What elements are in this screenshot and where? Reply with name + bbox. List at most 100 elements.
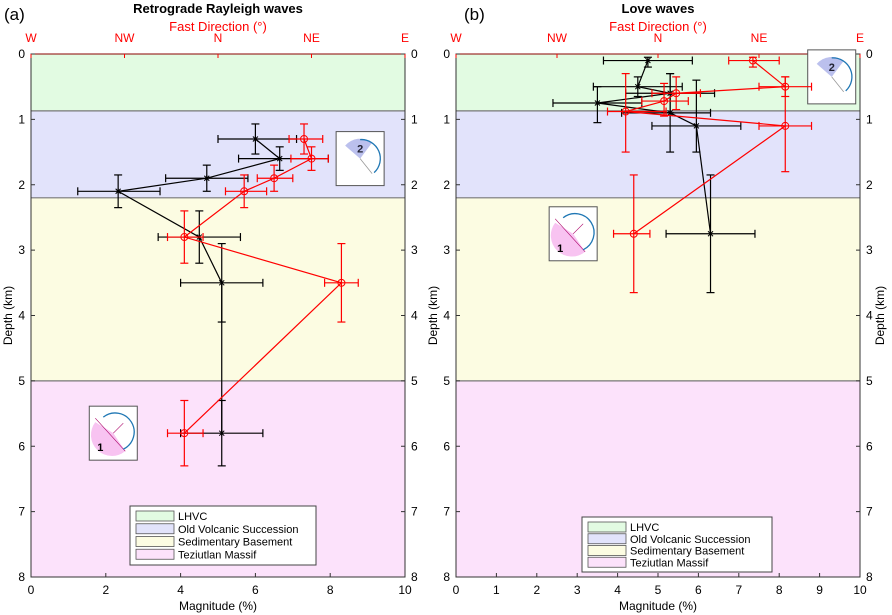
legend-entry: Old Volcanic Succession bbox=[630, 534, 750, 546]
y-tick-label-right: 6 bbox=[411, 439, 418, 453]
y-tick-label: 8 bbox=[18, 570, 25, 584]
rose-label: 1 bbox=[557, 243, 563, 255]
data-point bbox=[337, 278, 346, 287]
rose-needle bbox=[113, 422, 124, 434]
x-tick-label: 2 bbox=[533, 583, 540, 597]
rose-arc bbox=[831, 57, 853, 92]
legend-swatch bbox=[135, 536, 175, 547]
y-tick-label-right: 5 bbox=[411, 374, 418, 388]
rose-needle bbox=[831, 76, 845, 93]
rose-sector bbox=[550, 222, 586, 257]
chart-title: Retrograde Rayleigh waves bbox=[133, 1, 303, 16]
y-tick-label: 0 bbox=[443, 47, 450, 61]
rose-inset-2: 2 bbox=[335, 131, 385, 187]
legend-entry: LHVC bbox=[178, 511, 207, 523]
data-point bbox=[115, 188, 121, 195]
data-point bbox=[707, 230, 714, 237]
layer-band bbox=[31, 197, 405, 381]
y-axis-label: Depth (km) bbox=[426, 286, 440, 345]
legend-swatch bbox=[587, 556, 627, 568]
rose-needle bbox=[359, 158, 373, 174]
y-tick-label-right: 7 bbox=[866, 505, 873, 519]
direction-tick-label: W bbox=[450, 31, 462, 45]
chart-subtitle: Fast Direction (°) bbox=[609, 19, 707, 34]
y-tick-label-right: 5 bbox=[866, 374, 873, 388]
data-point bbox=[240, 187, 249, 196]
x-tick-label: 6 bbox=[252, 583, 259, 597]
y-tick-label: 7 bbox=[18, 505, 25, 519]
y-tick-label: 5 bbox=[443, 374, 450, 388]
rose-sector bbox=[345, 138, 373, 159]
rose-label: 2 bbox=[829, 62, 835, 74]
direction-tick-label: W bbox=[25, 31, 37, 45]
y-tick-label: 6 bbox=[18, 439, 25, 453]
data-point bbox=[203, 175, 210, 182]
legend-swatch bbox=[135, 523, 175, 535]
chart-title: Love waves bbox=[622, 1, 695, 16]
rose-arc bbox=[562, 212, 595, 251]
y-tick-label: 1 bbox=[443, 112, 450, 126]
direction-tick-label: NW bbox=[547, 31, 568, 45]
y-tick-label-right: 3 bbox=[866, 243, 873, 257]
y-tick-label: 2 bbox=[443, 178, 450, 192]
data-point bbox=[693, 122, 700, 129]
direction-tick-label: NE bbox=[303, 31, 320, 45]
y-axis-label-right: Depth (km) bbox=[873, 286, 887, 345]
x-tick-label: 4 bbox=[614, 583, 621, 597]
y-tick-label-right: 7 bbox=[411, 505, 418, 519]
x-tick-label: 10 bbox=[853, 583, 867, 597]
y-axis-label: Depth (km) bbox=[1, 286, 15, 345]
x-tick-label: 3 bbox=[574, 583, 581, 597]
data-point bbox=[672, 89, 681, 98]
layer-band bbox=[31, 54, 405, 111]
rose-arc bbox=[360, 138, 381, 174]
data-point bbox=[629, 229, 638, 238]
data-point bbox=[180, 233, 189, 242]
x-tick-label: 8 bbox=[776, 583, 783, 597]
legend-swatch bbox=[587, 521, 627, 533]
data-point bbox=[660, 97, 669, 106]
legend-entry: LHVC bbox=[630, 522, 659, 534]
x-tick-label: 5 bbox=[655, 583, 662, 597]
direction-tick-label: N bbox=[214, 31, 223, 45]
rose-label: 2 bbox=[357, 144, 363, 156]
y-tick-label: 1 bbox=[18, 112, 25, 126]
y-tick-label-right: 3 bbox=[411, 243, 418, 257]
rose-label: 1 bbox=[97, 442, 103, 454]
direction-tick-label: NE bbox=[751, 31, 768, 45]
direction-tick-label: N bbox=[654, 31, 663, 45]
y-tick-label: 0 bbox=[18, 47, 25, 61]
y-tick-label-right: 0 bbox=[866, 47, 873, 61]
y-tick-label-right: 2 bbox=[866, 178, 873, 192]
x-tick-label: 2 bbox=[102, 583, 109, 597]
series-fast-direction bbox=[166, 123, 359, 467]
data-point bbox=[270, 174, 279, 183]
x-tick-label: 4 bbox=[177, 583, 184, 597]
data-point bbox=[645, 57, 651, 64]
panel-label: (a) bbox=[4, 5, 25, 24]
data-point bbox=[621, 107, 630, 116]
layer-band bbox=[456, 110, 860, 198]
x-axis-label: Magnitude (%) bbox=[179, 599, 257, 613]
data-point bbox=[276, 155, 283, 162]
y-tick-label-right: 1 bbox=[866, 112, 873, 126]
legend-entry: Teziutlan Massif bbox=[630, 557, 709, 569]
data-point bbox=[781, 121, 790, 130]
x-axis-label: Magnitude (%) bbox=[619, 599, 697, 613]
rose-sector bbox=[816, 56, 844, 77]
y-tick-label-right: 0 bbox=[411, 47, 418, 61]
rose-sector bbox=[90, 422, 126, 456]
legend-entry: Sedimentary Basement bbox=[178, 537, 292, 549]
y-tick-label-right: 1 bbox=[411, 112, 418, 126]
y-tick-label: 4 bbox=[443, 309, 450, 323]
rose-needle bbox=[572, 223, 584, 234]
legend-entry: Sedimentary Basement bbox=[630, 546, 744, 558]
y-tick-label-right: 4 bbox=[866, 309, 873, 323]
data-point bbox=[300, 134, 309, 143]
rose-inset-2: 2 bbox=[807, 49, 857, 105]
y-tick-label-right: 2 bbox=[411, 178, 418, 192]
rose-needle bbox=[95, 417, 126, 452]
